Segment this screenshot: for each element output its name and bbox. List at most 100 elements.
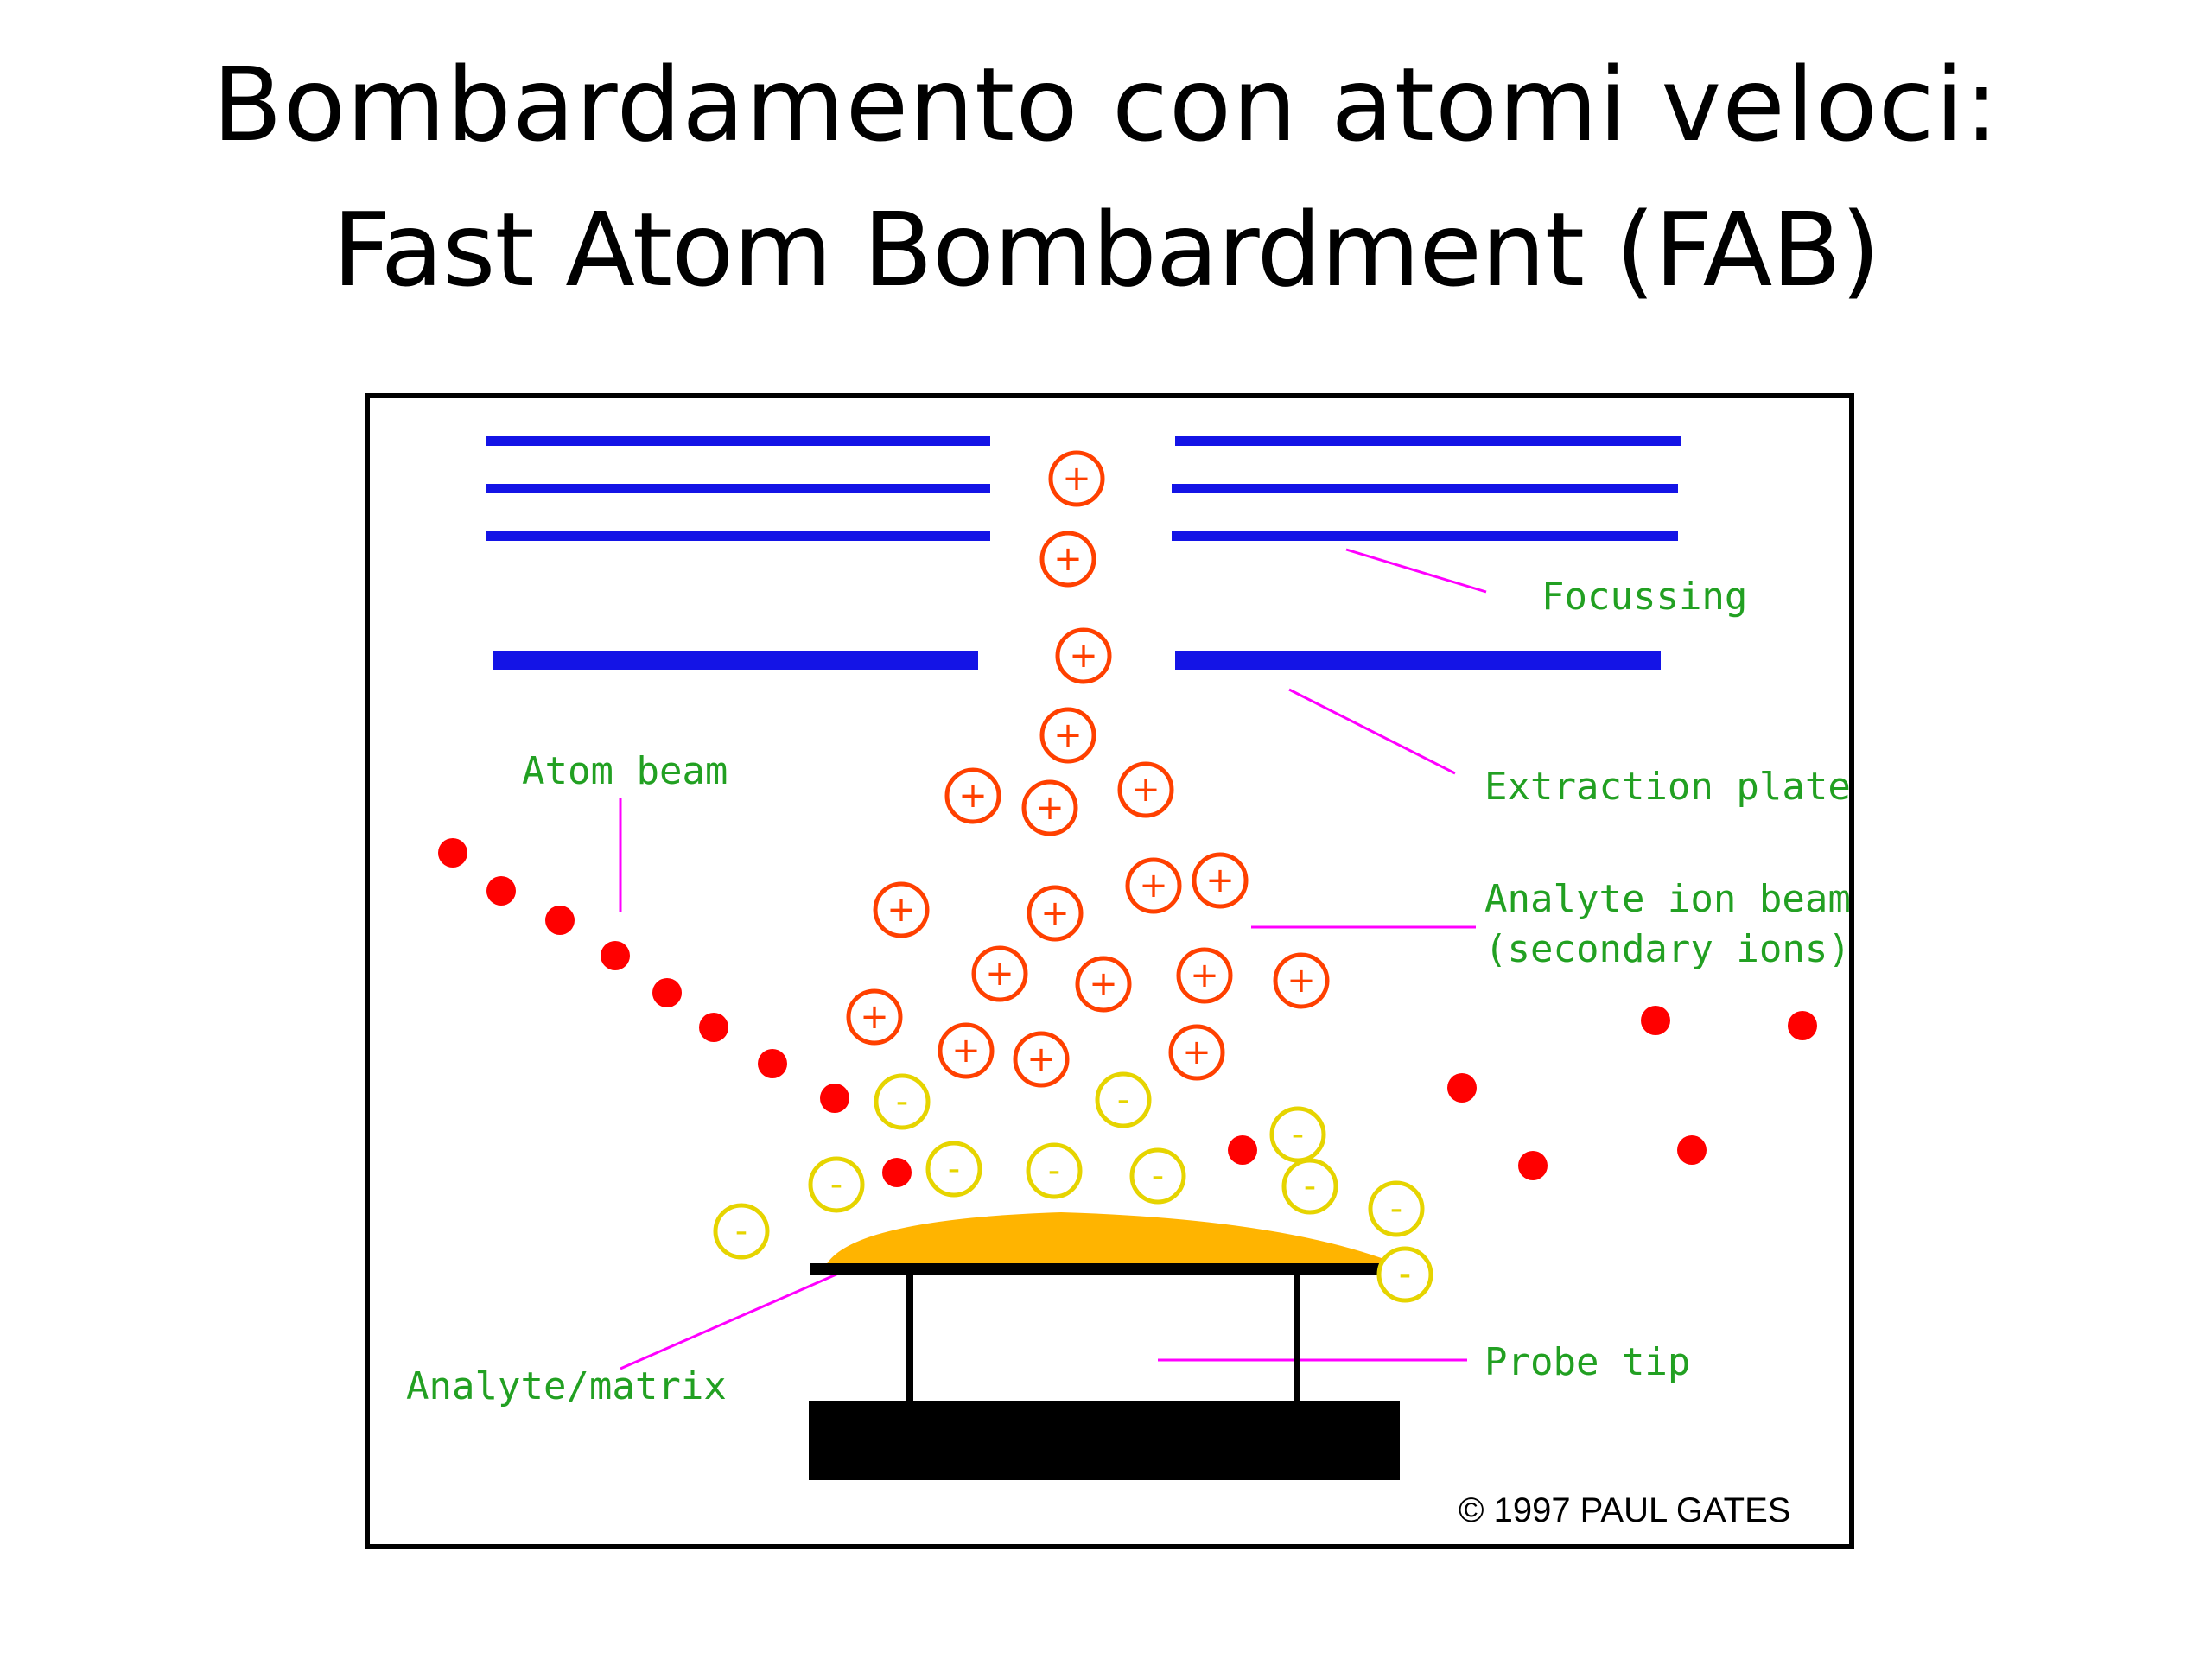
focussing-plate (486, 531, 990, 541)
fast-atom (1788, 1011, 1817, 1040)
ion-ring (846, 988, 903, 1046)
positive-ion: + (1021, 779, 1078, 836)
ion-ring (1129, 1147, 1186, 1205)
fast-atom (1641, 1006, 1670, 1035)
fast-atom (486, 876, 516, 906)
ion-sign: - (896, 1082, 908, 1122)
fast-atom (1518, 1151, 1548, 1180)
ion-sign: + (951, 1031, 981, 1071)
atom-beam-label: Atom beam (522, 749, 728, 793)
negative-ion: - (1269, 1106, 1326, 1163)
analyte-matrix-droplet (826, 1212, 1400, 1265)
analyte-matrix-label: Analyte/matrix (406, 1364, 727, 1408)
positive-ion: + (1125, 857, 1182, 914)
ion-ring (1013, 1031, 1070, 1088)
positive-ion: + (938, 1022, 995, 1079)
ion-sign: + (1089, 964, 1118, 1004)
extraction-plate-right (1175, 651, 1661, 670)
ion-ring (873, 881, 930, 938)
focussing-plate (1172, 531, 1678, 541)
ion-ring (1376, 1246, 1433, 1303)
positive-ion: + (1055, 627, 1112, 684)
focussing-lens-plates-left (486, 436, 990, 541)
ion-sign: + (1040, 893, 1070, 933)
ion-ring (1368, 1180, 1425, 1237)
focussing-plate (486, 436, 990, 446)
ion-ring (1192, 852, 1249, 909)
ion-sign: - (735, 1211, 747, 1251)
ion-ring (1095, 1071, 1152, 1128)
positive-ion: + (846, 988, 903, 1046)
fast-atom (699, 1013, 728, 1042)
ion-sign: + (1205, 861, 1235, 900)
ion-ring (1176, 947, 1233, 1004)
probe-base (809, 1401, 1400, 1480)
ion-ring (1281, 1158, 1338, 1215)
ion-ring (1021, 779, 1078, 836)
positive-ion: + (1039, 707, 1096, 764)
fast-atom (758, 1049, 787, 1078)
fab-diagram-figure: Focussing Extraction plate Atom beam Ana… (365, 393, 1854, 1549)
negative-ions-group: ----------- (713, 1071, 1433, 1303)
negative-ion: - (925, 1141, 982, 1198)
ion-ring (1125, 857, 1182, 914)
ion-ring (938, 1022, 995, 1079)
positive-ion: + (1192, 852, 1249, 909)
analyte-ion-beam-label: Analyte ion beam (1484, 877, 1849, 921)
fast-atom (545, 906, 575, 935)
ion-sign: - (1292, 1115, 1304, 1154)
focussing-plate (1172, 484, 1678, 493)
positive-ions-group: +++++++++++++++++++ (846, 450, 1330, 1088)
ion-sign: + (1139, 866, 1168, 906)
ion-sign: + (1131, 770, 1160, 810)
ion-sign: - (1117, 1080, 1129, 1120)
focussing-lens-plates-right (1172, 436, 1681, 541)
fab-diagram-canvas: Focussing Extraction plate Atom beam Ana… (406, 436, 1849, 1529)
negative-ion: - (1281, 1158, 1338, 1215)
fast-atom (601, 941, 630, 970)
ion-ring (1055, 627, 1112, 684)
copyright-notice: © 1997 PAUL GATES (1459, 1491, 1790, 1529)
ion-sign: + (1069, 636, 1098, 676)
ion-sign: + (1035, 788, 1065, 828)
positive-ion: + (1176, 947, 1233, 1004)
positive-ion: + (1048, 450, 1105, 507)
ion-ring (1117, 761, 1174, 818)
atom-beam-particles-group (438, 838, 1817, 1187)
ion-ring (1273, 952, 1330, 1009)
ion-sign: + (1027, 1039, 1056, 1079)
fast-atom (1228, 1135, 1257, 1165)
ion-sign: + (985, 954, 1014, 994)
fast-atom (1447, 1073, 1477, 1103)
negative-ion: - (1095, 1071, 1152, 1128)
ion-sign: + (958, 776, 988, 816)
positive-ion: + (1168, 1024, 1225, 1081)
negative-ion: - (1368, 1180, 1425, 1237)
ion-sign: + (1287, 961, 1316, 1001)
title-line-english: Fast Atom Bombardment (FAB) (332, 189, 1881, 309)
ion-sign: - (1304, 1166, 1316, 1206)
ion-ring (874, 1073, 931, 1130)
probe-support-right (1294, 1274, 1300, 1404)
extraction-plate-label: Extraction plate (1484, 765, 1849, 809)
ion-sign: + (1190, 956, 1219, 995)
negative-ion: - (713, 1203, 770, 1260)
focussing-plate (1175, 436, 1681, 446)
ion-sign: - (1399, 1255, 1411, 1294)
ion-ring (1027, 885, 1084, 942)
ion-sign: + (1053, 715, 1083, 755)
ion-sign: - (830, 1165, 842, 1205)
ion-ring (1048, 450, 1105, 507)
positive-ion: + (971, 945, 1028, 1002)
ion-sign: - (1152, 1156, 1164, 1196)
positive-ion: + (1027, 885, 1084, 942)
positive-ion: + (1039, 531, 1096, 588)
ion-ring (713, 1203, 770, 1260)
ion-ring (1269, 1106, 1326, 1163)
probe-tip-label: Probe tip (1484, 1340, 1690, 1384)
extraction-plate-leader-line (1288, 688, 1456, 775)
focussing-plate (486, 484, 990, 493)
positive-ion: + (873, 881, 930, 938)
fast-atom (438, 838, 467, 868)
probe-support-left (906, 1274, 913, 1404)
